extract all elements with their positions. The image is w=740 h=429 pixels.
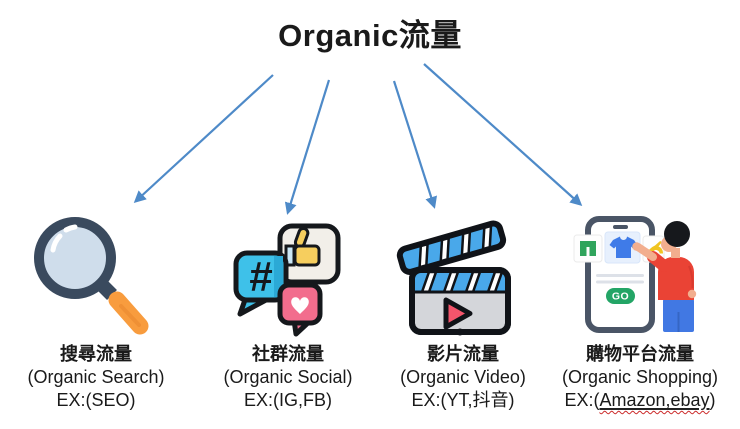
product-card-shorts bbox=[573, 234, 603, 263]
category-social-example: EX:(IG,FB) bbox=[243, 390, 332, 410]
clapperboard-icon bbox=[396, 220, 511, 336]
page-title: Organic流量 bbox=[278, 18, 462, 53]
arrow-to-shopping bbox=[423, 63, 583, 207]
spellcheck-underline: Amazon,ebay bbox=[599, 390, 709, 410]
category-search-title-zh: 搜尋流量 bbox=[60, 344, 132, 364]
category-shopping-title-en: (Organic Shopping) bbox=[561, 367, 719, 387]
social-bubbles-icon: # bbox=[233, 223, 341, 337]
arrow-to-social bbox=[284, 79, 331, 215]
category-shopping-title-zh: 購物平台流量 bbox=[586, 344, 694, 364]
category-video-title-en: (Organic Video) bbox=[400, 367, 526, 387]
example-prefix: EX:( bbox=[564, 390, 600, 410]
category-shopping-example: EX:(Amazon,ebay) bbox=[548, 389, 732, 412]
category-video-example: EX:(YT,抖音) bbox=[411, 390, 515, 410]
category-social: 社群流量 (Organic Social) EX:(IG,FB) bbox=[195, 343, 381, 412]
category-social-title-en: (Organic Social) bbox=[223, 367, 353, 387]
category-search-title-en: (Organic Search) bbox=[27, 367, 165, 387]
category-shopping: 購物平台流量 (Organic Shopping) EX:(Amazon,eba… bbox=[548, 343, 732, 412]
category-social-title-zh: 社群流量 bbox=[252, 344, 324, 364]
category-video: 影片流量 (Organic Video) EX:(YT,抖音) bbox=[379, 343, 547, 412]
shopping-phone-icon: GO bbox=[573, 216, 697, 333]
hashtag-glyph: # bbox=[249, 253, 272, 300]
product-card-tshirt bbox=[604, 231, 641, 264]
arrow-to-video bbox=[392, 80, 437, 209]
person-figure bbox=[632, 221, 697, 332]
category-search: 搜尋流量 (Organic Search) EX:(SEO) bbox=[3, 343, 189, 412]
go-button-label: GO bbox=[612, 291, 629, 303]
category-video-title-zh: 影片流量 bbox=[427, 344, 499, 364]
example-underlined-text: Amazon,ebay bbox=[599, 390, 710, 410]
go-button bbox=[606, 288, 635, 304]
magnifier-icon bbox=[34, 217, 149, 335]
example-suffix: ) bbox=[709, 390, 716, 410]
arrow-to-search bbox=[133, 74, 274, 204]
category-search-example: EX:(SEO) bbox=[56, 390, 136, 410]
